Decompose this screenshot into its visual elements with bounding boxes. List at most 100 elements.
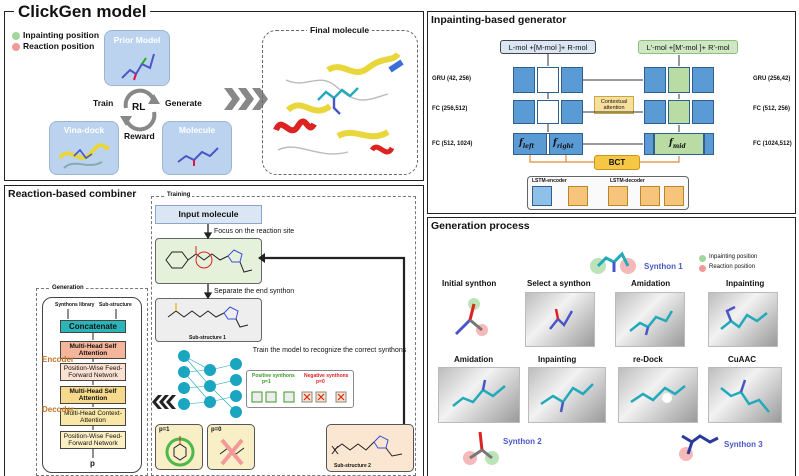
rl-label: RL <box>132 102 146 113</box>
synthon-2-molecule-icon <box>463 431 499 465</box>
f-left-block <box>513 133 547 155</box>
reaction-site-molecule-icon <box>165 246 253 273</box>
rl-cycle-icon <box>120 88 160 132</box>
gp-reaction-dot <box>699 265 706 272</box>
f-mid-right-block <box>704 133 714 155</box>
generate-label: Generate <box>165 98 202 108</box>
p0-label: p=0 <box>211 427 222 433</box>
fc2-right-label: FC (1024,512) <box>753 141 792 147</box>
amidation-2-image <box>438 367 520 423</box>
lstm-encoder-label: LSTM-encoder <box>532 178 567 184</box>
inpainting-2-image <box>528 367 606 423</box>
fc1-right-block-2 <box>668 100 690 124</box>
p0-box <box>207 424 255 470</box>
molecule-label: Molecule <box>178 125 216 135</box>
redock-ligand-icon <box>630 385 686 404</box>
f-mid-block <box>654 133 704 155</box>
vina-dock-label: Vina-dock <box>63 125 105 135</box>
input-mol-box: L-mol +[M-mol ]+ R-mol <box>500 40 596 54</box>
mhsa-2-box: Multi-Head Self Attention <box>60 386 126 404</box>
molecule-icon <box>177 147 219 166</box>
gru-right-block-3 <box>692 67 714 93</box>
sub-structure-2-molecule-icon <box>331 435 403 457</box>
f-right-block <box>549 133 583 155</box>
input-molecule-box: Input molecule <box>155 205 262 224</box>
positive-p-label: p=1 <box>262 379 271 385</box>
gru-left-block-3 <box>561 67 583 93</box>
synthons-library-label: Synthons library <box>55 302 95 308</box>
inpainting-legend-dot <box>12 32 20 40</box>
reward-label: Reward <box>124 131 155 141</box>
inpainting-1-image <box>708 292 778 347</box>
f-left-label: fleft <box>519 138 534 150</box>
select-synthon-ligand-icon <box>549 308 574 330</box>
lstm-encoder-out-block <box>568 186 588 206</box>
negative-synthons-label: Negative synthons <box>304 373 349 379</box>
amidation-2-label: Amidation <box>454 355 494 364</box>
synthon-candidates-icon <box>251 391 347 403</box>
mhsa-1-box: Multi-Head Self Attention <box>60 341 126 359</box>
gru-left-label: GRU (42, 256) <box>432 76 472 82</box>
p1-label: p=1 <box>159 427 170 433</box>
encoder-label: Encoder <box>42 355 75 364</box>
cuaac-ligand-icon <box>720 379 770 413</box>
pwff-2-box: Position-Wise Feed-Forward Network <box>60 431 126 449</box>
fc1-right-label: FC (512, 256) <box>753 106 791 112</box>
mhca-box: Multi-Head Context-Attention <box>60 408 126 426</box>
synthon-2-label: Synthon 2 <box>503 437 542 446</box>
molecule-box <box>162 121 232 175</box>
synthon-1-label: Synthon 1 <box>644 262 683 271</box>
sub-structure-input-label: Sub-structure <box>99 302 132 308</box>
chevron-arrows-icon <box>224 88 268 110</box>
amidation-1-label: Amidation <box>631 279 671 288</box>
f-mid-left-block <box>644 133 654 155</box>
inpainting-1-ligand-icon <box>720 305 768 330</box>
amidation-1-image <box>615 292 685 347</box>
sub-structure-2-box <box>326 424 414 472</box>
f-right-subscript: right <box>556 142 574 150</box>
gru-left-block-2 <box>537 67 559 93</box>
f-right-symbol: f <box>553 138 557 148</box>
amidation-2-ligand-icon <box>452 379 506 407</box>
f-mid-symbol: f <box>669 138 673 148</box>
f-left-subscript: left <box>522 142 535 150</box>
bct-box: BCT <box>594 155 640 170</box>
chevron-left-icon <box>152 395 176 409</box>
p1-box <box>155 424 203 470</box>
neural-network-icon <box>178 350 242 418</box>
sub-structure-1-label: Sub-structure 1 <box>189 335 226 341</box>
prior-molecule-icon <box>121 53 155 81</box>
gru-left-block-1 <box>513 67 535 93</box>
pwff-1-box: Position-Wise Feed-Forward Network <box>60 363 126 381</box>
output-mol-box: L'-mol +[M'-mol ]+ R'-mol <box>638 40 738 54</box>
train-label: Train <box>93 98 114 108</box>
concatenate-box: Concatenate <box>60 320 126 333</box>
prior-model-label: Prior Model <box>113 35 161 45</box>
prior-model-box <box>104 30 170 86</box>
sub-structure-1-box <box>155 298 262 342</box>
inpainting-2-label: Inpainting <box>538 355 577 364</box>
final-molecule-protein-icon <box>273 52 404 155</box>
focus-label: Focus on the reaction site <box>214 228 295 235</box>
reaction-site-box <box>155 238 262 284</box>
lstm-encoder-block <box>532 186 552 206</box>
reaction-title: Reaction-based combiner <box>8 188 137 200</box>
sub-structure-1-molecule-icon <box>167 303 249 328</box>
transformer-frame <box>42 297 142 473</box>
lstm-decoder-in-block <box>608 186 628 206</box>
initial-synthon-molecule-icon <box>454 298 488 336</box>
redock-image <box>618 367 698 423</box>
generation-label: Generation <box>50 285 86 291</box>
reaction-legend-label: Reaction position <box>23 41 95 51</box>
contextual-attention-box: Contextual attention <box>594 96 634 114</box>
reaction-legend-dot <box>12 43 20 51</box>
fc1-right-block-1 <box>644 100 666 124</box>
select-synthon-label: Select a synthon <box>527 279 591 288</box>
inpainting-1-label: Inpainting <box>726 279 765 288</box>
p1-molecule-icon <box>165 436 195 467</box>
redock-label: re-Dock <box>633 355 663 364</box>
training-label: Training <box>165 192 193 198</box>
synthon-3-molecule-icon <box>679 434 719 461</box>
inpainting-title: Inpainting-based generator <box>431 14 567 26</box>
